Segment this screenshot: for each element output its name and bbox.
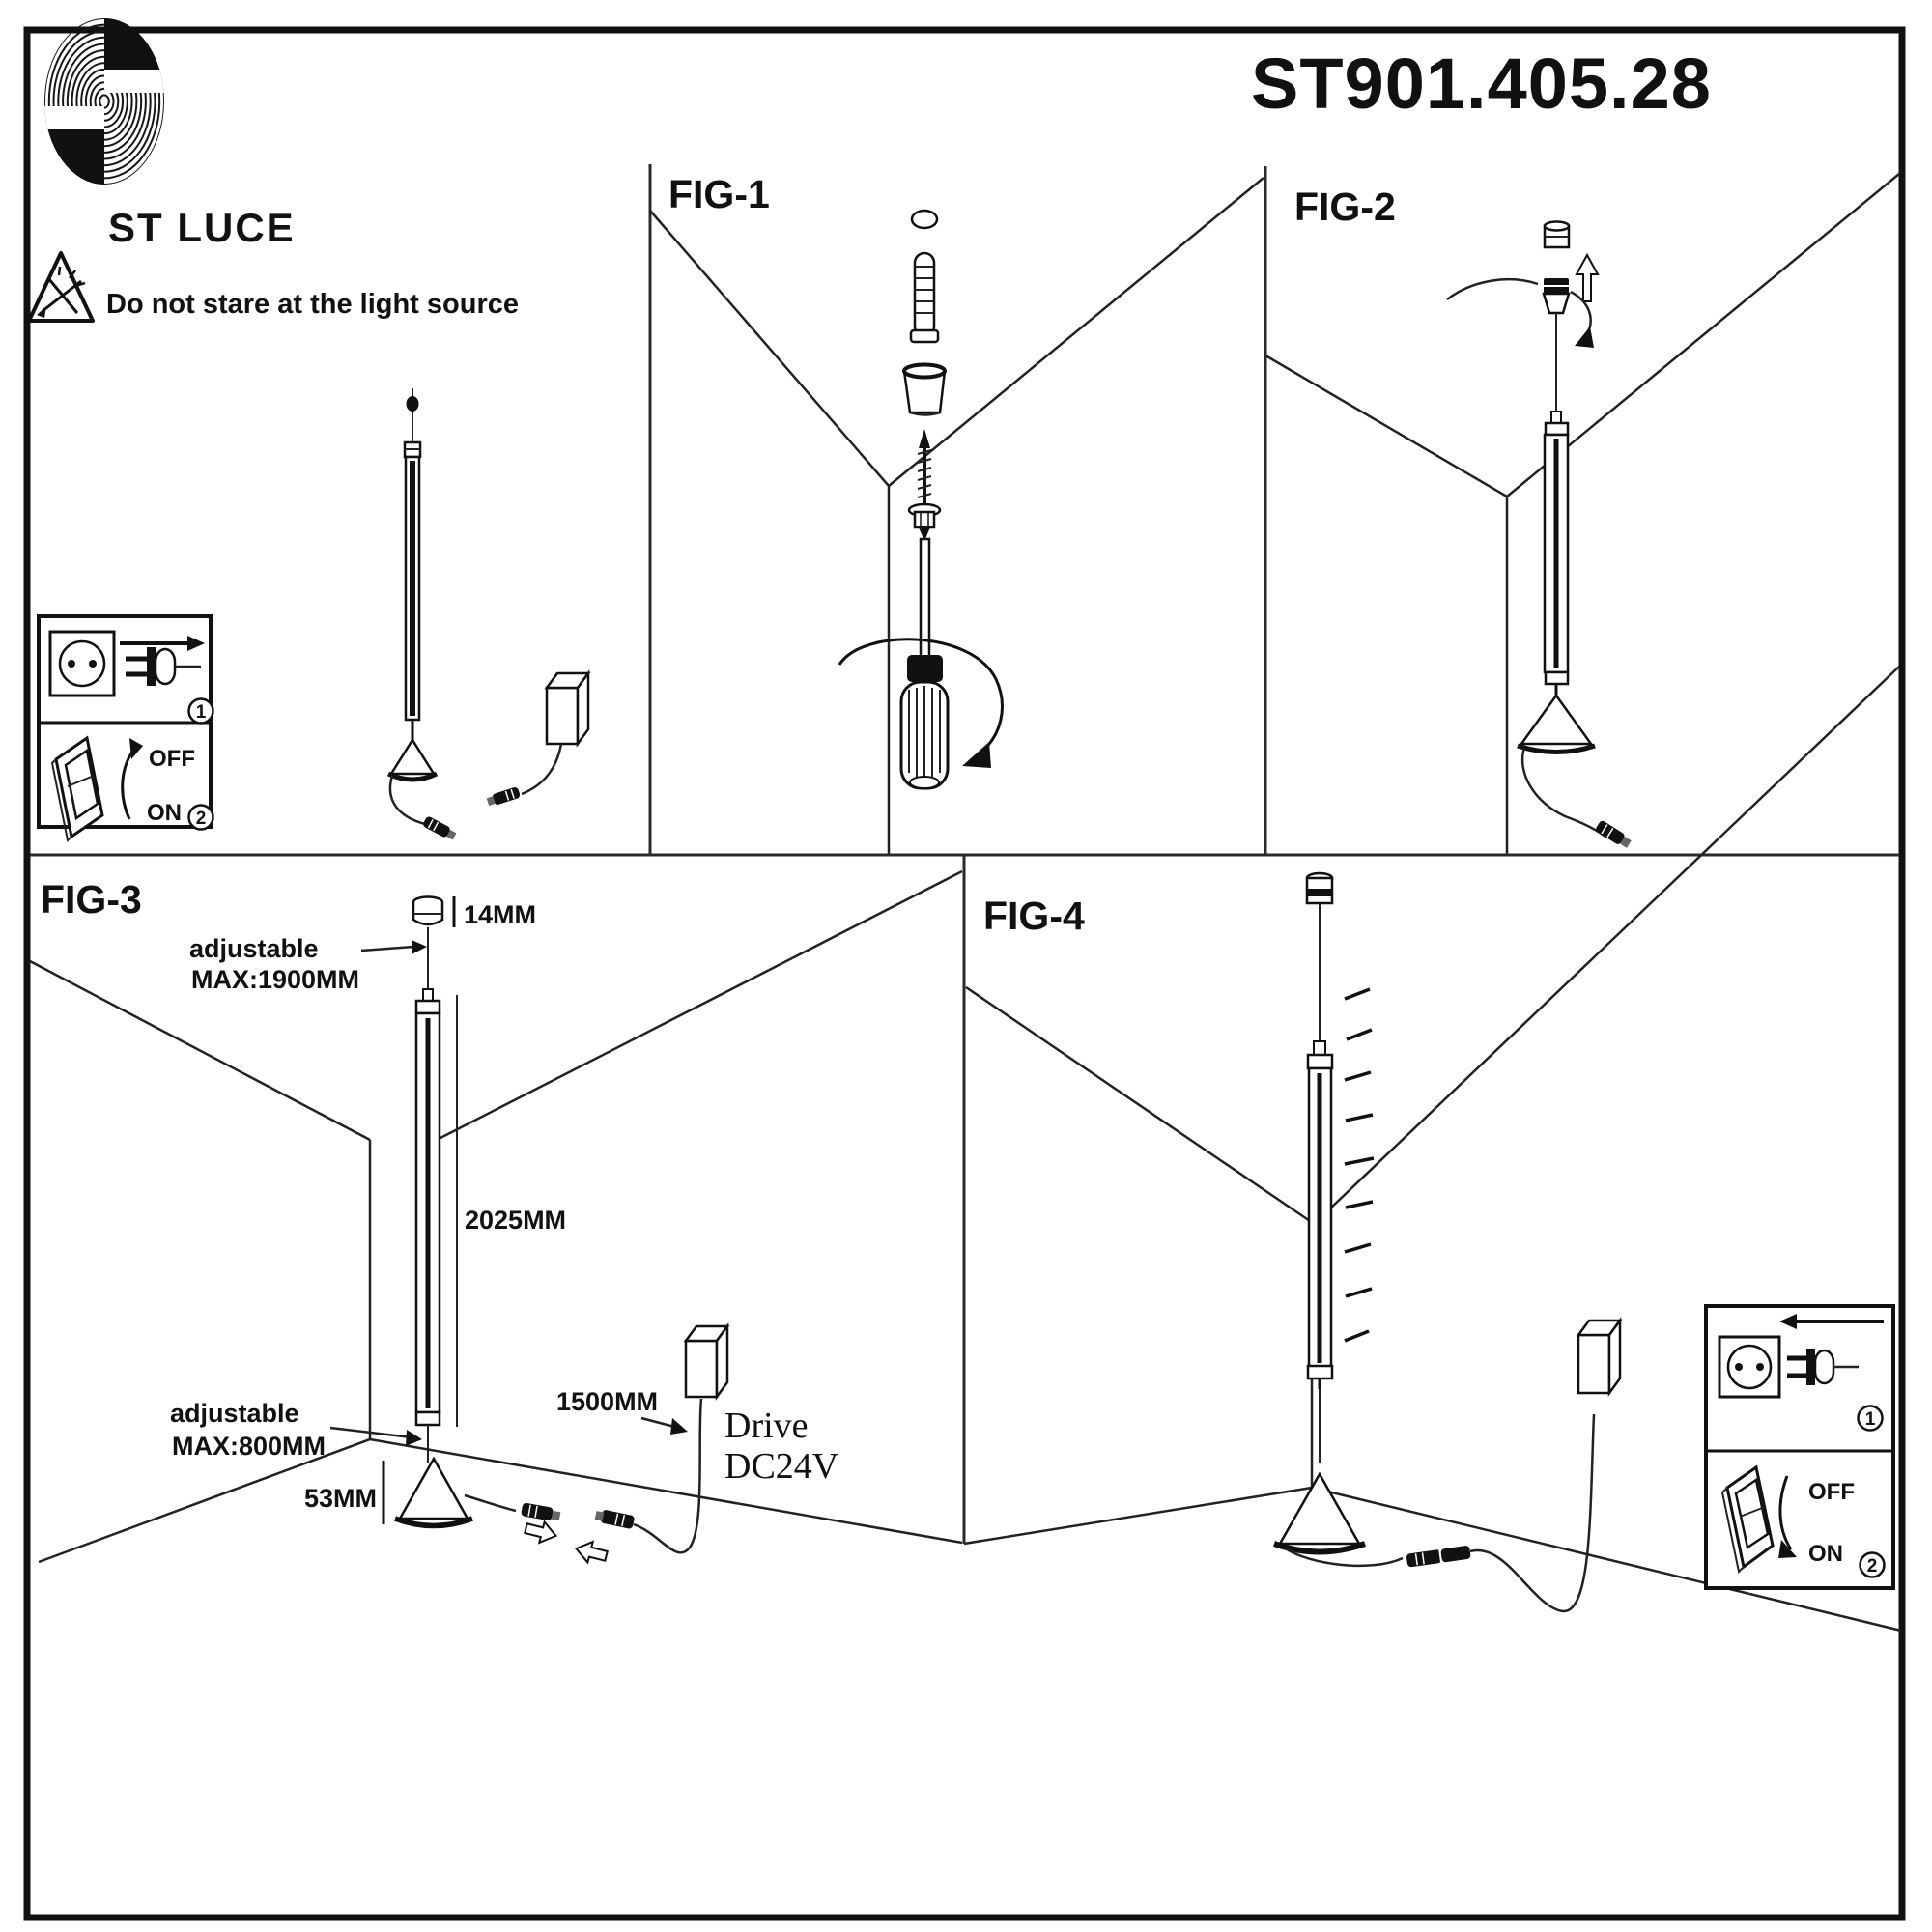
- step-2-number: 2: [1867, 1556, 1878, 1577]
- driver-name-label: Drive: [724, 1406, 809, 1446]
- fig1-label: FIG-1: [668, 172, 770, 216]
- step-1-badge: 1: [187, 697, 214, 724]
- cone-cable: [1283, 1546, 1404, 1568]
- cable-connector-icon: [423, 816, 457, 840]
- connect-arrow-icon: [524, 1520, 558, 1545]
- step-1-badge: 1: [1857, 1405, 1884, 1432]
- on-label: ON: [1808, 1541, 1843, 1567]
- canopy-size-label: 14MM: [464, 900, 536, 929]
- pendant-lamp-icon: [394, 988, 473, 1529]
- socket-icon: [1718, 1335, 1781, 1399]
- fig2-room-corner: [1264, 173, 1900, 854]
- switch-icon: [50, 735, 104, 843]
- pendant-lamp-icon: [386, 388, 457, 840]
- switch-icon: [1720, 1464, 1775, 1575]
- on-label: ON: [147, 800, 182, 826]
- fig4-label: FIG-4: [983, 894, 1085, 938]
- brand-name: ST LUCE: [108, 205, 296, 250]
- fig3-room-corner: [29, 869, 963, 1564]
- fig1-room-corner: [649, 177, 1264, 854]
- driver-box-icon: [486, 669, 591, 806]
- cable-connector-icon: [521, 1502, 561, 1521]
- product-overview: [386, 388, 591, 840]
- driver-box-icon: [683, 1322, 730, 1401]
- socket-icon: [48, 630, 116, 697]
- step-2-badge: 2: [187, 804, 214, 831]
- fig2-label: FIG-2: [1294, 185, 1396, 229]
- pointer-arrow-icon: [329, 1426, 422, 1446]
- cone-height-label: 53MM: [304, 1484, 377, 1513]
- wall-anchor-icon: [909, 251, 940, 344]
- cable-length-label: 1500MM: [556, 1387, 658, 1416]
- off-label: OFF: [149, 746, 195, 772]
- ceiling-hole-icon: [910, 209, 939, 230]
- cable-connector-icon: [1596, 820, 1632, 848]
- suspension-max-label: MAX:1900MM: [191, 965, 359, 994]
- fig1-panel: FIG-1: [649, 172, 1264, 854]
- warning-triangle-icon: [27, 251, 95, 323]
- tube-length-label: 2025MM: [465, 1206, 566, 1235]
- step-1-number: 1: [196, 702, 207, 723]
- driver-cable: [633, 1398, 703, 1554]
- light-rays-icon: [1344, 987, 1375, 1343]
- canopy-icon: [1542, 278, 1571, 315]
- canopy-icon: [412, 895, 444, 926]
- driver-voltage-label: DC24V: [724, 1446, 839, 1487]
- rotate-arrow-icon: [1446, 278, 1594, 348]
- pointer-arrow-icon: [360, 940, 427, 954]
- legend-box-left: 1 OFF ON 2: [37, 614, 214, 843]
- cable-connector-icon: [594, 1510, 635, 1529]
- warning-text: Do not stare at the light source: [106, 289, 519, 320]
- driver-box-icon: [1576, 1317, 1623, 1397]
- brand-logo-icon: [44, 18, 164, 185]
- pointer-arrow-icon: [640, 1416, 688, 1435]
- step-2-number: 2: [196, 809, 207, 829]
- plug-icon: [126, 647, 201, 686]
- pendant-lamp-icon: [1272, 871, 1367, 1555]
- page-frame: [23, 26, 1906, 1921]
- pendant-lamp-icon: [1517, 313, 1632, 848]
- model-number: ST901.405.28: [1251, 43, 1712, 124]
- switch-up-arrow-icon: [121, 738, 143, 820]
- screw-icon: [907, 429, 942, 541]
- driver-cable: [1469, 1413, 1596, 1613]
- step-2-badge: 2: [1859, 1551, 1886, 1578]
- fig4-panel: FIG-4: [963, 666, 1902, 1633]
- cable-connector-icon: [486, 787, 521, 806]
- plug-icon: [1787, 1349, 1859, 1385]
- off-label: OFF: [1808, 1479, 1855, 1505]
- ceiling-cup-icon: [902, 362, 947, 416]
- legend-box-right: 1 OFF ON 2: [1704, 1304, 1895, 1590]
- base-max-label: MAX:800MM: [172, 1432, 326, 1461]
- rotate-arrow-icon: [838, 638, 1004, 768]
- suspension-adjustable-label: adjustable: [189, 934, 319, 963]
- fig4-room-corner: [963, 666, 1902, 1633]
- connect-arrow-icon: [574, 1540, 609, 1565]
- arrow-right-icon: [120, 636, 205, 651]
- cable-connector-icon: [1406, 1546, 1471, 1568]
- fig2-panel: FIG-2: [1264, 173, 1900, 854]
- fig3-panel: FIG-3 14MM adjustable MAX:1900MM: [29, 869, 963, 1565]
- canopy-cover-icon: [1543, 220, 1571, 249]
- arrow-left-icon: [1779, 1314, 1884, 1329]
- step-1-number: 1: [1865, 1409, 1876, 1430]
- switch-down-arrow-icon: [1778, 1475, 1797, 1558]
- screwdriver-icon: [899, 537, 950, 790]
- cone-cable: [464, 1493, 517, 1513]
- fig3-label: FIG-3: [41, 877, 142, 922]
- base-adjustable-label: adjustable: [170, 1399, 299, 1428]
- up-arrow-icon: [1575, 252, 1600, 302]
